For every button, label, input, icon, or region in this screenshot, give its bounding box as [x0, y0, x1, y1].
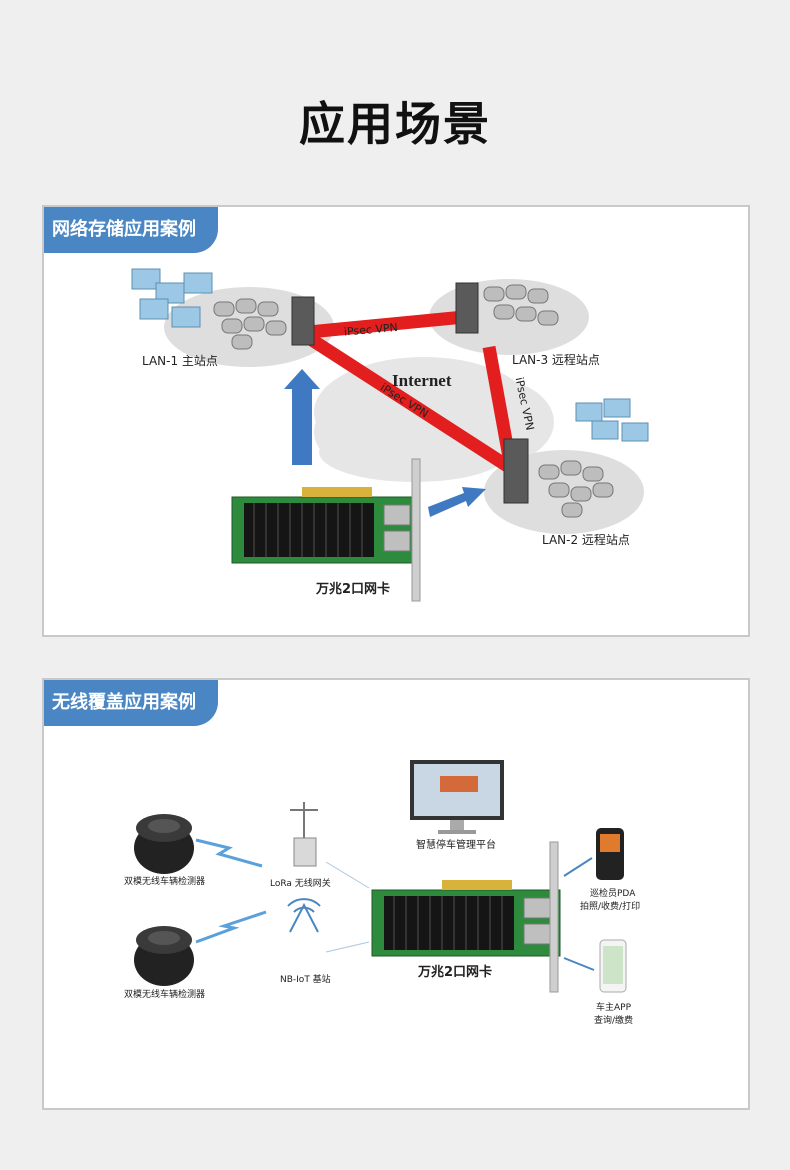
app-label-2: 查询/缴费	[594, 1014, 633, 1026]
link-nbiot	[325, 941, 370, 953]
lan1-storage-icon	[213, 298, 287, 350]
platform-monitor-icon	[410, 760, 504, 834]
pda-icon	[596, 828, 624, 880]
lan1-label: LAN-1 主站点	[142, 354, 218, 368]
detector-1-label: 双模无线车辆检测器	[124, 875, 205, 887]
lan3-server-icon	[455, 282, 479, 334]
wireless-case-panel: 双模无线车辆检测器 双模无线车辆检测器 LoRa 无线网关 NB-IoT 基站	[42, 678, 750, 1110]
link-pda	[563, 857, 593, 877]
internet-label: Internet	[392, 371, 452, 390]
lan3-label: LAN-3 远程站点	[512, 352, 600, 367]
wireless-signal-1	[195, 838, 263, 868]
internet-cloud	[314, 357, 554, 482]
vpn-label-top: iPsec VPN	[343, 321, 398, 339]
lan1-computers-icon	[131, 268, 213, 328]
lan2-computers-icon	[575, 398, 649, 442]
nic-label: 万兆2口网卡	[315, 581, 390, 597]
vpn-link-diagonal	[308, 334, 516, 475]
pda-label-1: 巡检员PDA	[590, 887, 636, 899]
lan2-storage-icon	[538, 460, 614, 518]
storage-case-panel: iPsec VPN iPsec VPN iPsec VPN Internet L…	[42, 205, 750, 637]
detector-2-label: 双模无线车辆检测器	[124, 988, 205, 1000]
nic-card-icon	[231, 458, 421, 602]
nbiot-label: NB-IoT 基站	[280, 973, 331, 985]
page-title: 应用场景	[299, 97, 491, 151]
pda-label-2: 拍照/收费/打印	[580, 900, 640, 912]
link-app	[563, 957, 595, 971]
lora-gateway-icon	[290, 802, 318, 867]
link-lora	[325, 861, 370, 889]
app-label-1: 车主APP	[596, 1001, 632, 1013]
nic-label: 万兆2口网卡	[417, 964, 492, 980]
platform-label: 智慧停车管理平台	[416, 838, 496, 851]
nic-card-icon	[371, 841, 561, 993]
detector-2-icon	[134, 926, 194, 986]
wireless-case-tab: 无线覆盖应用案例	[44, 680, 218, 726]
vpn-link-top	[308, 310, 465, 339]
detector-1-icon	[134, 814, 194, 874]
lora-label: LoRa 无线网关	[270, 877, 331, 889]
wireless-diagram: 双模无线车辆检测器 双模无线车辆检测器 LoRa 无线网关 NB-IoT 基站	[124, 760, 640, 1026]
lan2-server-icon	[503, 438, 529, 504]
right-arrow	[428, 487, 486, 517]
storage-diagram: iPsec VPN iPsec VPN iPsec VPN Internet L…	[131, 268, 649, 602]
lan1-server-icon	[291, 296, 315, 346]
nbiot-tower-icon	[287, 898, 321, 933]
up-arrow	[284, 369, 320, 465]
lan2-label: LAN-2 远程站点	[542, 532, 630, 547]
storage-case-tab: 网络存储应用案例	[44, 207, 218, 253]
phone-app-icon	[599, 939, 627, 993]
wireless-signal-2	[195, 910, 267, 944]
lan3-storage-icon	[483, 284, 559, 326]
